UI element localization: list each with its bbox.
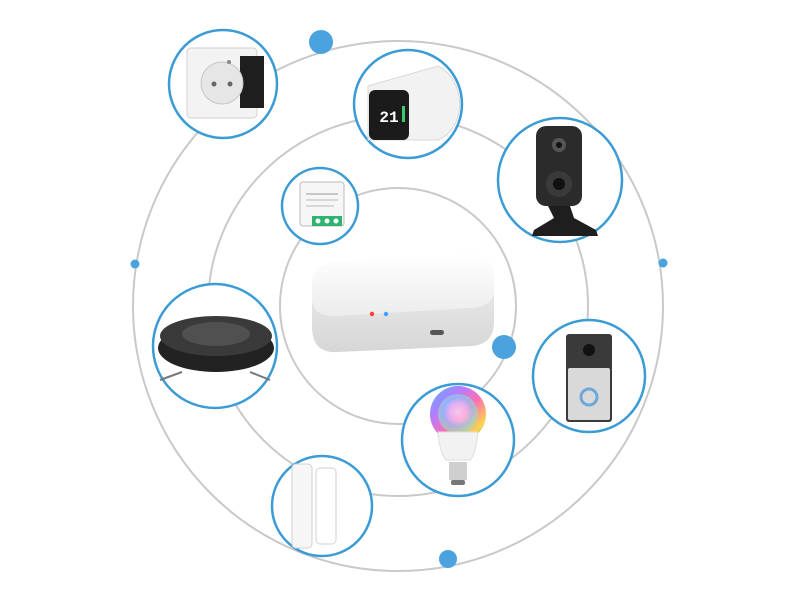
device-video-doorbell <box>531 318 647 434</box>
hub-led-blue <box>383 311 389 317</box>
orbit-dot <box>130 259 140 269</box>
device-robot-vacuum <box>151 282 279 410</box>
device-relay-switch-module <box>280 166 360 246</box>
thermostat-display: 21 <box>379 109 398 127</box>
device-rgb-led-bulb <box>400 382 516 498</box>
device-radiator-thermostat: 21 <box>352 48 464 160</box>
smart-home-hub <box>312 254 494 353</box>
usb-c-port-icon <box>430 330 444 335</box>
orbit-dot <box>492 335 516 359</box>
contact-sensor-icon <box>291 463 313 549</box>
device-door-window-sensor <box>270 454 374 558</box>
device-wall-socket <box>167 28 279 140</box>
orbit-dot <box>309 30 333 54</box>
orbit-ring-outer <box>132 40 664 572</box>
orbit-dot <box>658 258 668 268</box>
thermostat-icon <box>369 90 409 140</box>
hub-led-red <box>369 311 375 317</box>
orbit-ring-inner <box>279 187 517 425</box>
orbit-dot <box>439 550 457 568</box>
device-security-camera <box>496 116 624 244</box>
power-socket-icon <box>200 61 244 105</box>
doorbell-icon <box>568 368 610 420</box>
